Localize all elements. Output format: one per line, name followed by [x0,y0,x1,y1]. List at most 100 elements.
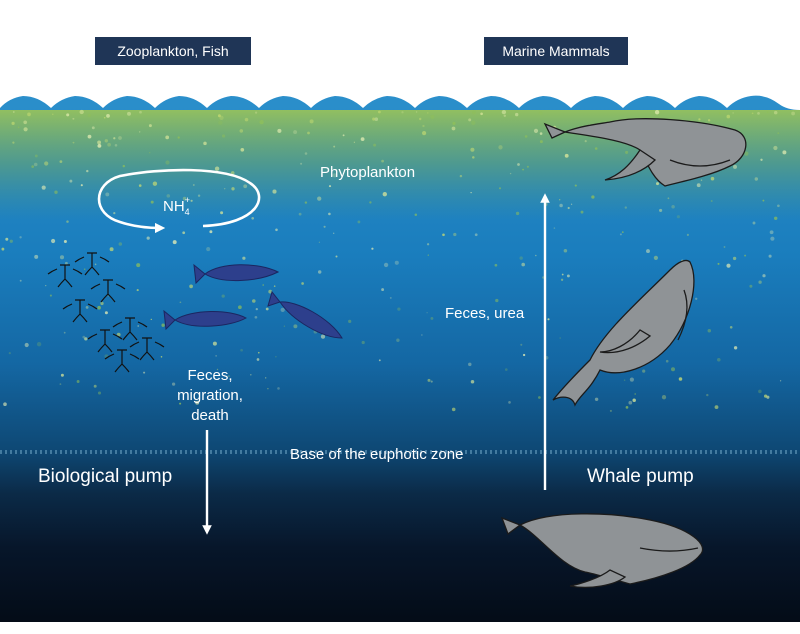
phytoplankton-speck [422,124,425,128]
phytoplankton-speck [212,341,217,346]
phytoplankton-speck [179,402,182,405]
phytoplankton-speck [696,183,701,188]
phytoplankton-speck [459,174,463,178]
phytoplankton-speck [252,299,256,303]
phytoplankton-speck [143,371,146,374]
phytoplankton-speck [697,112,700,114]
phytoplankton-speck [667,197,670,200]
phytoplankton-speck [51,238,56,244]
phytoplankton-speck [381,159,384,163]
phytoplankton-speck [59,255,65,260]
phytoplankton-speck [328,185,332,188]
phytoplankton-speck [538,396,541,399]
copepod [90,279,126,303]
phytoplankton-speck [357,220,361,224]
phytoplankton-speck [258,351,260,354]
phytoplankton-speck [710,200,713,202]
phytoplankton-speck [791,111,795,116]
phytoplankton-speck [103,116,106,119]
phytoplankton-speck [773,145,778,151]
phytoplankton-speck [94,263,97,266]
phytoplankton-speck [570,203,573,205]
phytoplankton-speck [11,121,15,126]
phytoplankton-speck [104,311,108,315]
phytoplankton-speck [44,161,49,166]
phytoplankton-speck [66,113,70,117]
phytoplankton-speck [8,351,11,355]
phytoplankton-speck [508,401,511,404]
phytoplankton-speck [328,212,331,216]
phytoplankton-speck [5,237,9,241]
phytoplankton-speck [559,199,561,201]
phytoplankton-speck [451,126,456,131]
phytoplankton-speck [501,109,507,115]
copepod [74,252,110,276]
phytoplankton-speck [452,121,456,125]
phytoplankton-speck [107,295,110,297]
phytoplankton-speck [106,114,110,118]
whale-deep [500,513,704,589]
phytoplankton-speck [468,118,472,122]
phytoplankton-speck [396,338,400,342]
phytoplankton-speck [109,247,114,252]
copepod [47,264,83,288]
phytoplankton-speck [706,393,709,397]
phytoplankton-speck [732,256,737,261]
phytoplankton-speck [580,210,584,214]
phytoplankton-speck [498,187,502,190]
phytoplankton-speck [594,147,598,150]
label-feces-migration-death: Feces, migration, death [170,366,250,426]
phytoplankton-speck [59,383,62,385]
phytoplankton-speck [64,261,68,265]
fish [163,309,248,331]
phytoplankton-speck [717,358,721,362]
phytoplankton-speck [195,400,200,405]
phytoplankton-speck [397,307,401,311]
phytoplankton-speck [760,158,763,161]
phytoplankton-speck [318,241,321,243]
phytoplankton-speck [220,211,224,215]
phytoplankton-speck [333,145,336,148]
phytoplankton-speck [323,225,326,228]
phytoplankton-speck [754,177,759,181]
phytoplankton-speck [83,268,86,271]
phytoplankton-speck [361,340,365,345]
phytoplankton-speck [19,236,22,239]
phytoplankton-speck [333,232,335,234]
phytoplankton-speck [118,242,123,246]
phytoplankton-speck [566,274,570,278]
phytoplankton-speck [538,111,543,115]
phytoplankton-speck [31,165,35,168]
phytoplankton-speck [563,248,568,253]
phytoplankton-speck [773,110,778,115]
phytoplankton-speck [114,144,118,147]
phytoplankton-speck [517,163,520,166]
phytoplankton-speck [215,355,217,357]
phytoplankton-speck [293,130,298,135]
phytoplankton-speck [177,136,180,139]
phytoplankton-speck [182,231,186,235]
phytoplankton-speck [744,151,749,156]
phytoplankton-speck [24,342,29,348]
phytoplankton-speck [383,262,389,268]
phytoplankton-speck [113,211,116,215]
phytoplankton-speck [304,201,308,204]
phytoplankton-speck [773,216,778,221]
phytoplankton-speck [265,307,269,311]
phytoplankton-speck [426,312,428,314]
phytoplankton-speck [564,153,569,158]
label-biological-pump: Biological pump [38,466,173,487]
phytoplankton-speck [653,255,659,261]
phytoplankton-speck [12,111,15,113]
phytoplankton-speck [515,112,519,117]
phytoplankton-speck [239,129,244,133]
phytoplankton-speck [60,373,64,377]
phytoplankton-speck [430,380,433,383]
phytoplankton-speck [197,194,201,197]
phytoplankton-speck [729,326,733,329]
phytoplankton-speck [700,179,703,181]
phytoplankton-speck [72,141,75,144]
whale-midwater [552,259,695,407]
phytoplankton-speck [559,203,563,208]
sea-surface-waves [0,0,800,110]
